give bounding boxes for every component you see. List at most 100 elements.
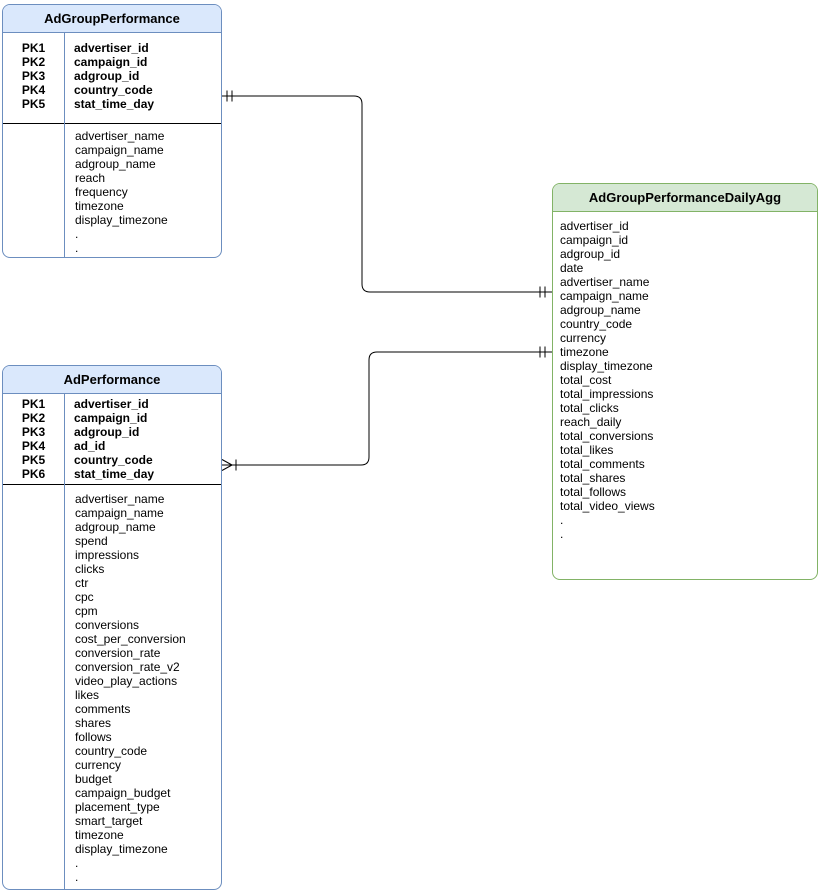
pk-field-name: country_code [74, 83, 153, 97]
field-name: . [560, 527, 564, 541]
field-name: cpc [75, 590, 94, 604]
field-name: display_timezone [560, 359, 653, 373]
cardinality-one-tick-icon [226, 90, 233, 102]
relationship-adperformance-to-dailyagg[interactable] [221, 346, 552, 471]
entity-adgroupperformance[interactable]: AdGroupPerformance PK1 advertiser_id PK2 c… [2, 4, 222, 258]
field-name: conversion_rate_v2 [75, 660, 180, 674]
connector-line [222, 351, 552, 466]
entity-title: AdGroupPerformance [3, 5, 221, 33]
field-name: total_clicks [560, 401, 619, 415]
pk-label: PK4 [21, 83, 46, 97]
field-name: advertiser_id [560, 219, 629, 233]
field-name: total_cost [560, 373, 612, 387]
primary-key-row: PK5 country_code [3, 453, 221, 467]
pk-label: PK1 [21, 397, 46, 411]
pk-label: PK6 [21, 467, 46, 481]
field-name: total_follows [560, 485, 627, 499]
field-name: placement_type [75, 800, 160, 814]
primary-key-row: PK2 campaign_id [3, 411, 221, 425]
field-name: adgroup_name [560, 303, 641, 317]
field-name: advertiser_name [560, 275, 650, 289]
field-name: video_play_actions [75, 674, 178, 688]
field-name: country_code [560, 317, 633, 331]
field-name: advertiser_name [75, 129, 165, 143]
pk-field-name: advertiser_id [74, 397, 149, 411]
field-name: total_shares [560, 471, 626, 485]
field-name: adgroup_name [75, 157, 156, 171]
pk-label: PK2 [21, 411, 46, 425]
field-name: country_code [75, 744, 148, 758]
field-name: . [75, 227, 79, 241]
field-name: conversion_rate [75, 646, 161, 660]
pk-label: PK1 [21, 41, 46, 55]
pk-label: PK3 [21, 425, 46, 439]
field-name: smart_target [75, 814, 143, 828]
entity-title: AdGroupPerformanceDailyAgg [553, 184, 817, 212]
pk-field-name: adgroup_id [74, 425, 140, 439]
field-name: impressions [75, 548, 140, 562]
cardinality-one-tick-icon [539, 346, 546, 358]
pk-label: PK2 [21, 55, 46, 69]
entity-adgroupperformancedailyagg[interactable]: AdGroupPerformanceDailyAgg advertiser_id… [552, 183, 818, 580]
field-name: timezone [75, 828, 124, 842]
field-name: budget [75, 772, 112, 786]
pk-field-name: country_code [74, 453, 153, 467]
connector-line [222, 95, 552, 293]
field-name: currency [560, 331, 607, 345]
field-name: campaign_name [75, 506, 164, 520]
cardinality-one-tick-icon [539, 286, 546, 298]
field-name: timezone [560, 345, 609, 359]
field-name: cpm [75, 604, 98, 618]
field-name: follows [75, 730, 112, 744]
field-name: total_likes [560, 443, 614, 457]
entity-title: AdPerformance [3, 366, 221, 394]
field-name: reach_daily [560, 415, 622, 429]
field-name: campaign_name [560, 289, 649, 303]
field-name: cost_per_conversion [75, 632, 186, 646]
primary-key-section: PK1 advertiser_id PK2 campaign_id PK3 adgro… [3, 394, 221, 485]
field-name: . [75, 870, 79, 884]
field-name: date [560, 261, 584, 275]
pk-field-name: stat_time_day [74, 97, 155, 111]
pk-label: PK5 [21, 453, 46, 467]
field-name: currency [75, 758, 122, 772]
field-name: total_impressions [560, 387, 654, 401]
field-name: spend [75, 534, 108, 548]
field-name: reach [75, 171, 106, 185]
field-name: display_timezone [75, 213, 168, 227]
pk-field-name: advertiser_id [74, 41, 149, 55]
field-name: frequency [75, 185, 128, 199]
field-name: advertiser_name [75, 492, 165, 506]
field-name: . [560, 513, 564, 527]
field-name: display_timezone [75, 842, 168, 856]
field-name: total_video_views [560, 499, 655, 513]
pk-label: PK5 [21, 97, 46, 111]
pk-field-name: campaign_id [74, 411, 148, 425]
field-name: timezone [75, 199, 124, 213]
primary-key-row: PK3 adgroup_id [3, 425, 221, 439]
pk-label: PK4 [21, 439, 46, 453]
pk-column-divider [64, 394, 65, 889]
entity-adperformance[interactable]: AdPerformance PK1 advertiser_id PK2 campai… [2, 365, 222, 890]
relationship-adgroupperformance-to-dailyagg[interactable] [222, 90, 552, 298]
pk-label: PK3 [21, 69, 46, 83]
field-name: comments [75, 702, 131, 716]
field-name: shares [75, 716, 112, 730]
field-name: adgroup_id [560, 247, 621, 261]
field-name: campaign_budget [75, 786, 171, 800]
pk-column-divider [64, 33, 65, 257]
pk-field-name: stat_time_day [74, 467, 155, 481]
primary-key-row: PK1 advertiser_id [3, 397, 221, 411]
cardinality-crow-foot-icon [221, 459, 237, 471]
field-name: likes [75, 688, 100, 702]
field-name: . [75, 241, 79, 255]
primary-key-row: PK4 country_code [3, 83, 221, 97]
field-name: campaign_name [75, 143, 164, 157]
